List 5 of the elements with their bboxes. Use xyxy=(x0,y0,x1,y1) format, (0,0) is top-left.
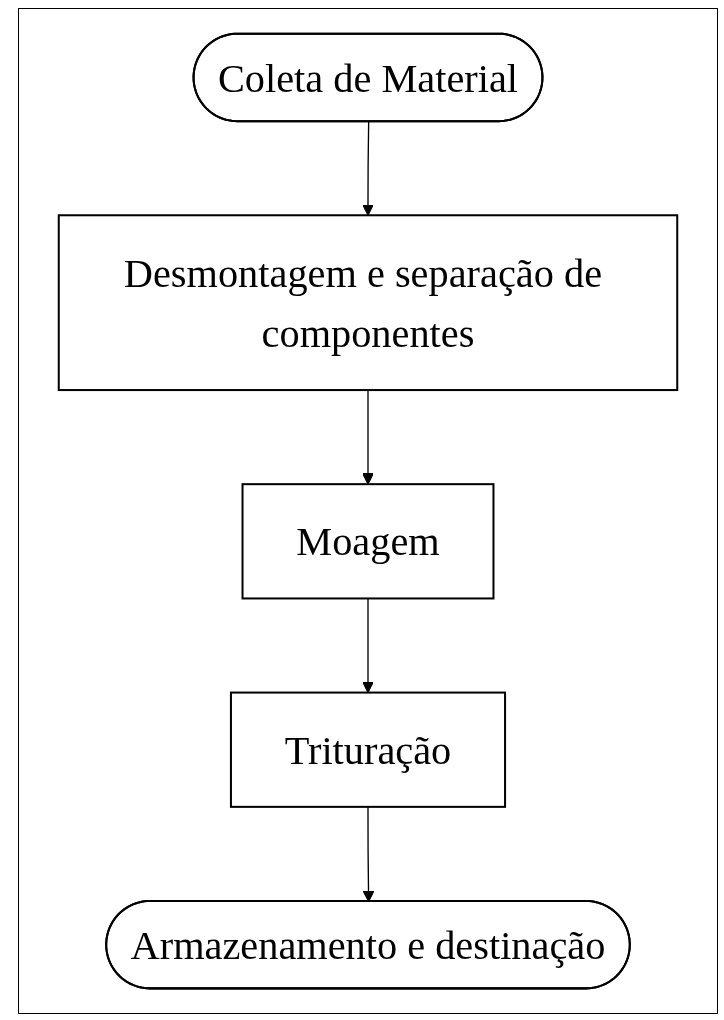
node-box: Moagem xyxy=(241,483,495,600)
node-box: Desmontagem e separação de componentes xyxy=(57,214,679,391)
arrow xyxy=(362,121,374,216)
arrow xyxy=(362,389,374,485)
node-box: Trituração xyxy=(229,691,507,808)
